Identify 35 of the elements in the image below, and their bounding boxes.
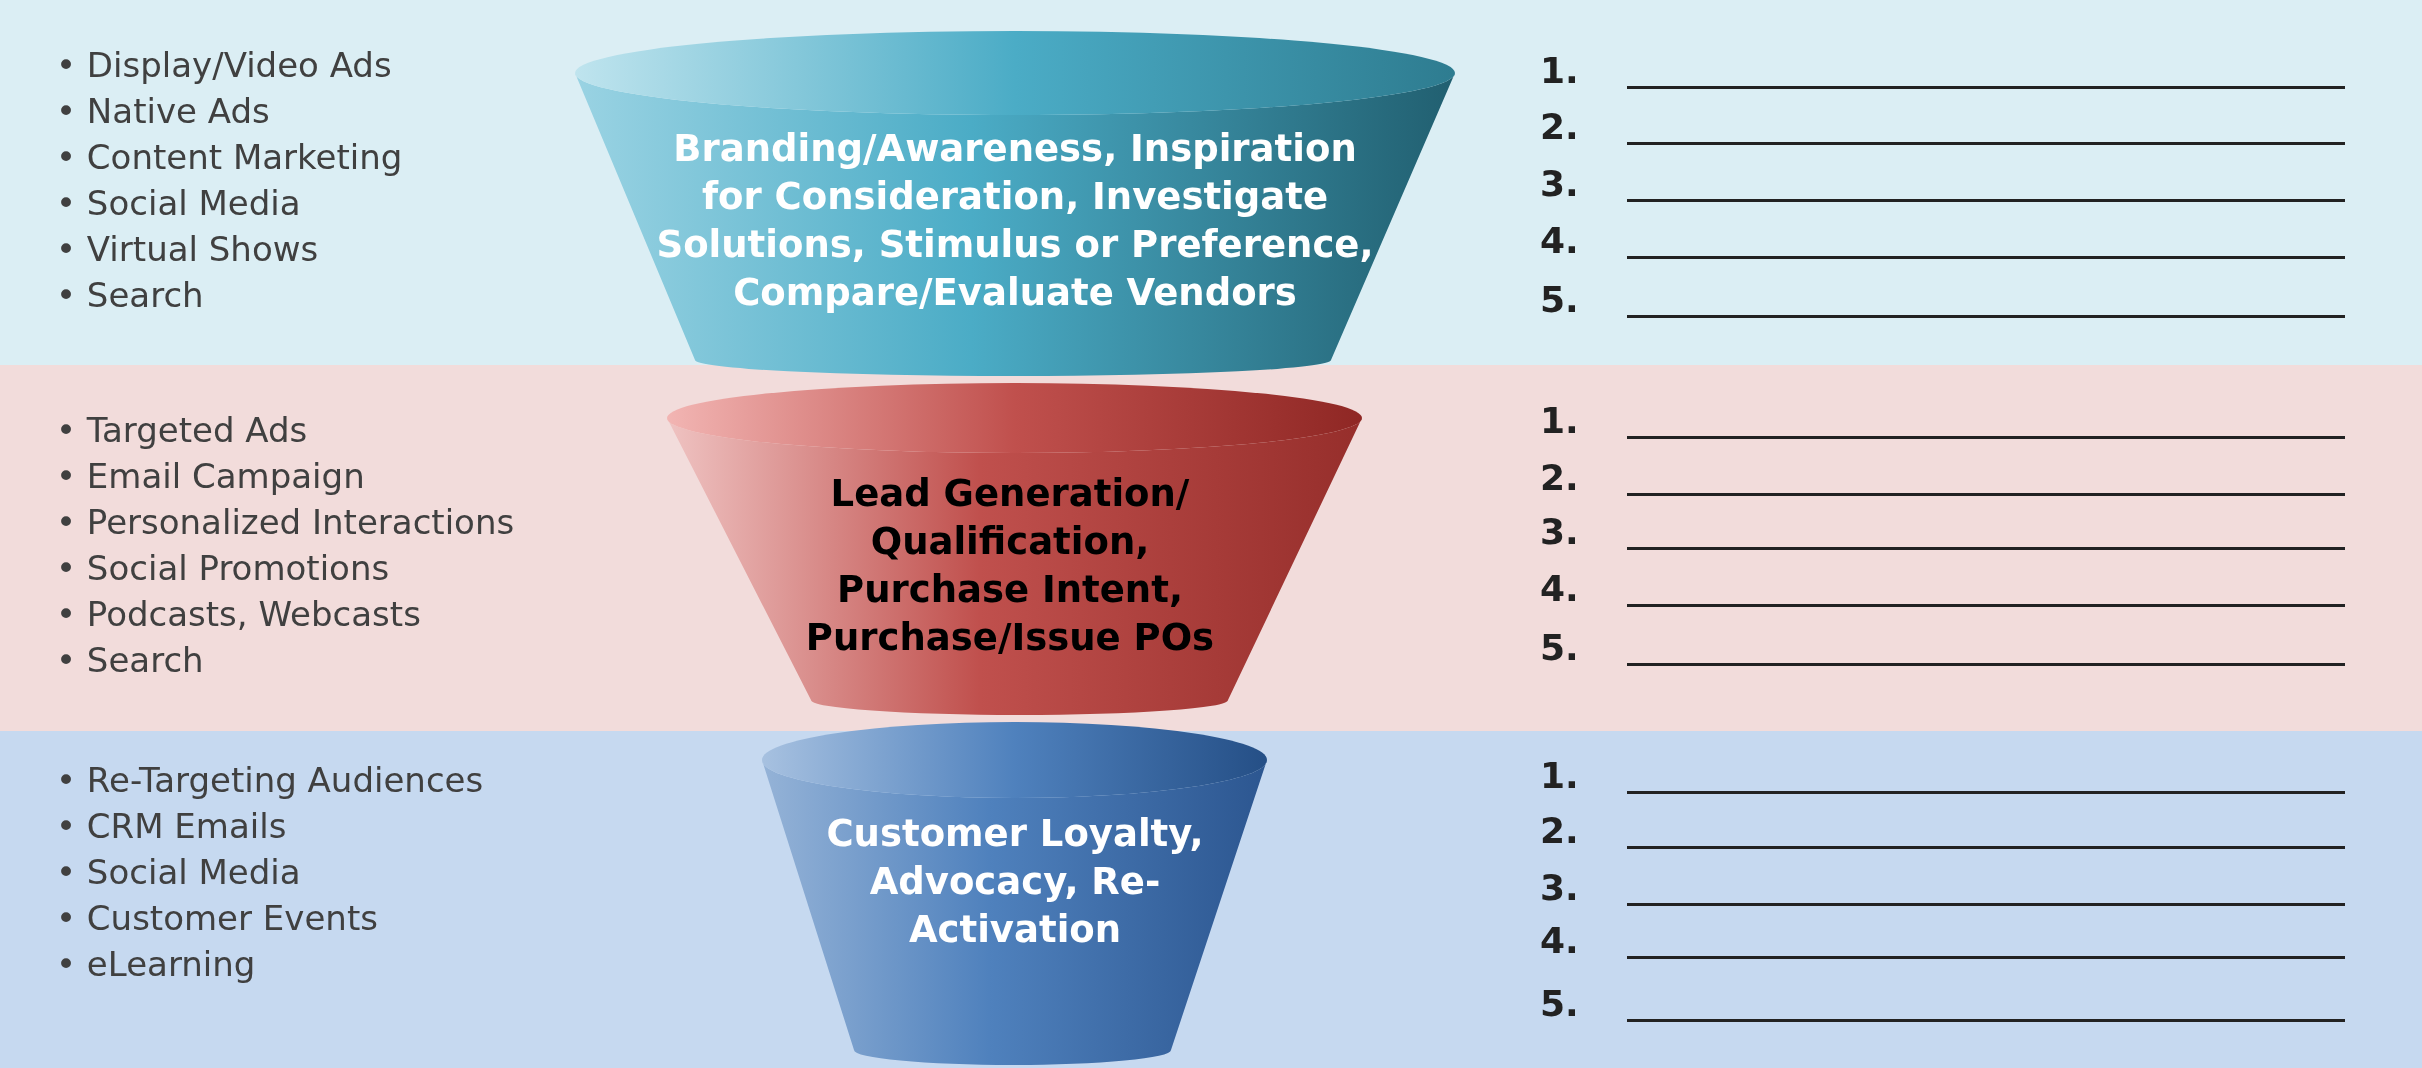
list-number: 1. xyxy=(1540,400,1579,441)
list-number: 5. xyxy=(1540,983,1579,1024)
list-number: 1. xyxy=(1540,755,1579,796)
list-number: 2. xyxy=(1540,457,1579,498)
tactic-item: • Native Ads xyxy=(56,90,271,133)
list-number: 1. xyxy=(1540,50,1579,91)
stage-label: Branding/Awareness, Inspiration for Consideration, Investigate Solutions, Stimulus or Preference, Compare/Evaluate Vendors xyxy=(655,126,1375,317)
list-number: 5. xyxy=(1540,627,1579,668)
tactic-item: • CRM Emails xyxy=(56,805,288,848)
tactic-item: • Content Marketing xyxy=(56,136,403,179)
tactic-item: • Customer Events xyxy=(56,897,379,940)
list-number: 5. xyxy=(1540,279,1579,320)
list-number: 2. xyxy=(1540,106,1579,147)
list-number: 3. xyxy=(1540,163,1579,204)
tactic-item: • Re-Targeting Audiences xyxy=(56,759,484,802)
tactic-item: • Display/Video Ads xyxy=(56,44,393,87)
tactic-item: • Social Promotions xyxy=(56,547,391,590)
stage-label: Customer Loyalty, Advocacy, Re-Activation xyxy=(825,811,1205,954)
list-number: 4. xyxy=(1540,920,1579,961)
tactic-item: • Email Campaign xyxy=(56,455,366,498)
tactic-item: • Podcasts, Webcasts xyxy=(56,593,422,636)
tactic-item: • eLearning xyxy=(56,943,257,986)
tactic-item: • Social Media xyxy=(56,182,302,225)
list-number: 3. xyxy=(1540,511,1579,552)
tactic-item: • Virtual Shows xyxy=(56,228,320,271)
tactic-item: • Targeted Ads xyxy=(56,409,309,452)
list-number: 3. xyxy=(1540,867,1579,908)
tactic-item: • Personalized Interactions xyxy=(56,501,515,544)
stage-label: Lead Generation/ Qualification, Purchase Intent, Purchase/Issue POs xyxy=(804,471,1216,662)
tactic-item: • Search xyxy=(56,639,205,682)
tactic-item: • Social Media xyxy=(56,851,302,894)
list-number: 4. xyxy=(1540,220,1579,261)
list-number: 2. xyxy=(1540,810,1579,851)
list-number: 4. xyxy=(1540,568,1579,609)
tactic-item: • Search xyxy=(56,274,205,317)
